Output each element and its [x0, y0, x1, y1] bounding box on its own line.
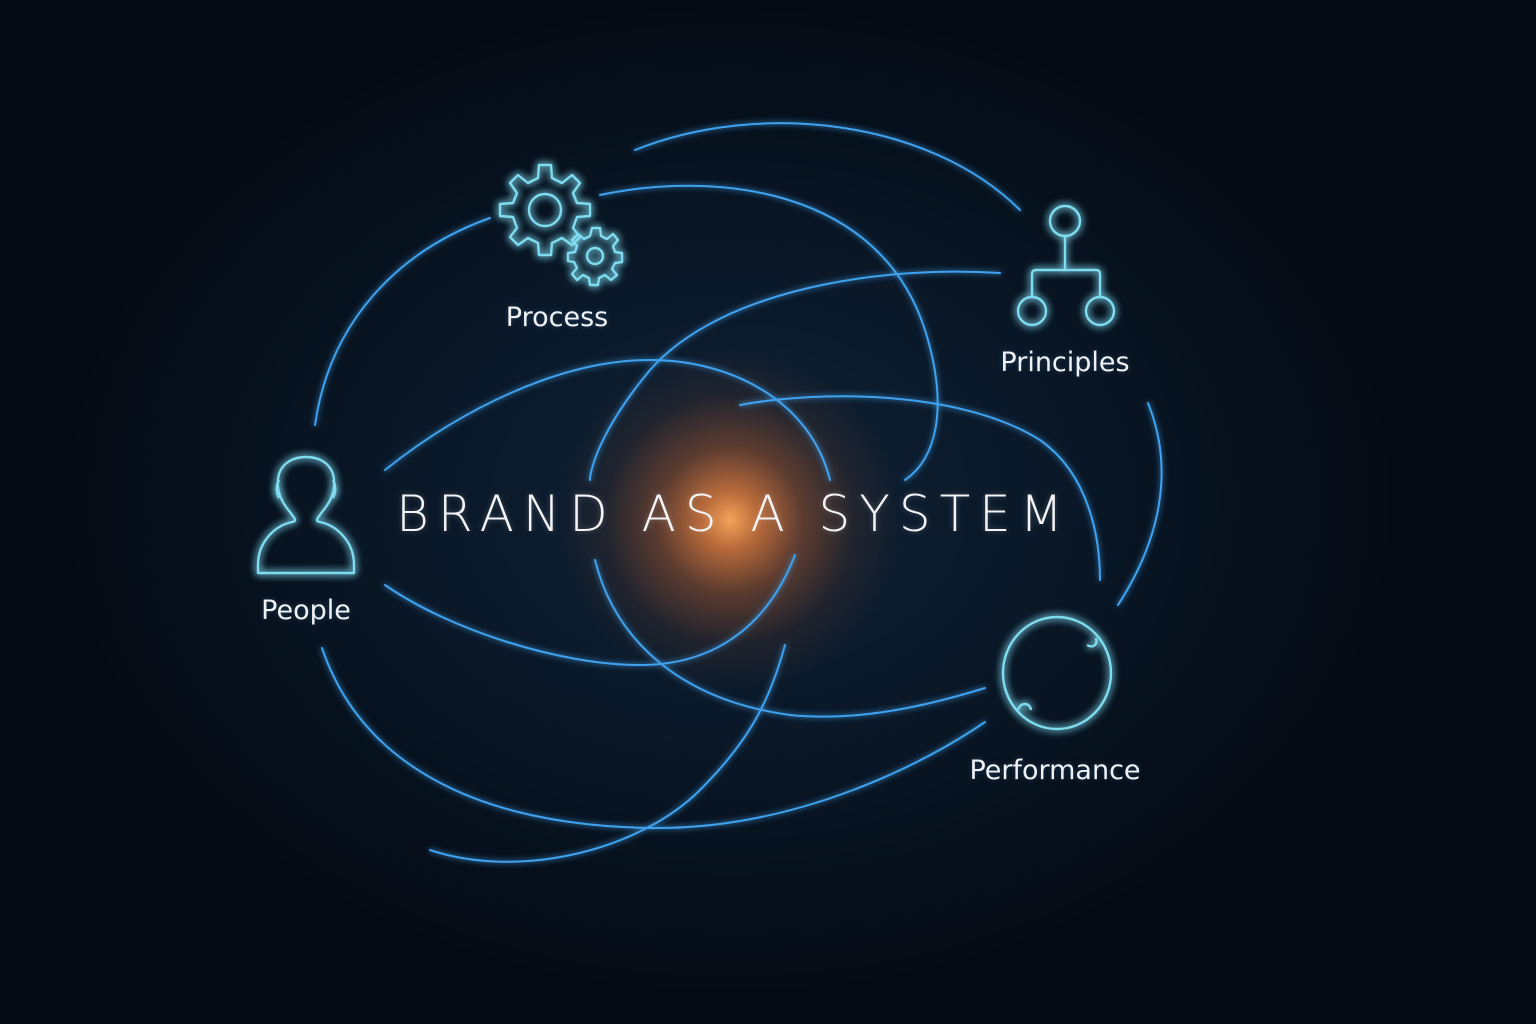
hierarchy-icon — [1016, 204, 1116, 327]
orbit-line — [739, 395, 1101, 581]
orbit-line — [384, 554, 796, 667]
node-label-principles: Principles — [1000, 347, 1130, 378]
node-label-process: Process — [505, 302, 609, 333]
circle-gauge-icon — [1001, 615, 1113, 731]
orbit-line — [314, 217, 491, 426]
gears-icon — [498, 163, 624, 287]
person-icon — [256, 455, 356, 575]
orbit-line — [589, 270, 1001, 481]
node-label-people: People — [261, 595, 351, 626]
core-glow — [560, 350, 900, 690]
orbit-line — [321, 647, 986, 830]
orbit-line — [634, 122, 1021, 211]
orbit-line — [429, 644, 786, 863]
orbit-line — [384, 358, 831, 481]
node-label-performance: Performance — [969, 755, 1141, 786]
orbit-line — [594, 559, 986, 718]
orbit-line — [1117, 402, 1163, 606]
orbit-line — [599, 184, 939, 481]
diagram-title: BRAND AS A SYSTEM — [396, 485, 1072, 543]
